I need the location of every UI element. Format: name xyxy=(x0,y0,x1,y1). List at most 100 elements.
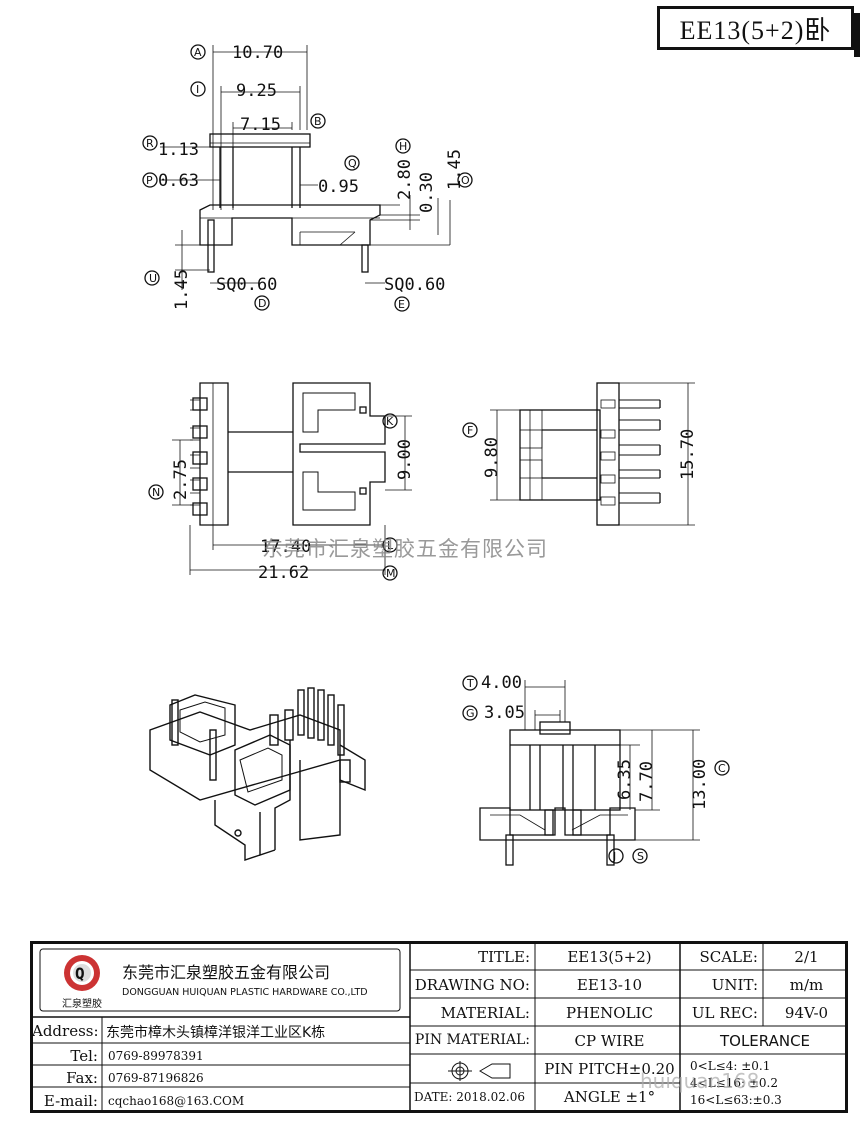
marker-D: D xyxy=(254,295,270,311)
dim-D: SQ0.60 xyxy=(216,275,277,295)
svg-text:J: J xyxy=(612,850,616,863)
ul-label: UL REC: xyxy=(691,1004,758,1022)
tel-label: Tel: xyxy=(70,1047,98,1065)
front-view xyxy=(160,45,451,290)
marker-S: S xyxy=(632,848,648,864)
marker-E: E xyxy=(394,296,410,312)
projection-icon xyxy=(448,1061,511,1081)
dim-K: 9.00 xyxy=(395,439,415,480)
svg-text:E: E xyxy=(398,298,405,311)
email-value: cqchao168@163.COM xyxy=(108,1094,245,1108)
address-label: Address: xyxy=(32,1022,99,1040)
tolerance-2: 4<L≤16: ±0.2 xyxy=(690,1076,778,1090)
svg-text:O: O xyxy=(461,174,470,187)
watermark-url: huiquan168 xyxy=(640,1069,760,1093)
marker-C: C xyxy=(714,760,730,776)
marker-P: P xyxy=(142,172,158,188)
dim-Q: 0.95 xyxy=(318,177,359,197)
email-label: E-mail: xyxy=(43,1092,98,1110)
svg-text:M: M xyxy=(386,567,396,580)
svg-text:T: T xyxy=(466,677,474,690)
unit-value: m/m xyxy=(789,976,824,994)
technical-drawing: 10.70 9.25 7.15 1.13 0.63 0.95 SQ0.60 SQ… xyxy=(142,43,730,866)
svg-text:C: C xyxy=(718,762,726,775)
address-value: 东莞市樟木头镇樟洋银洋工业区K栋 xyxy=(106,1025,326,1041)
svg-text:Q: Q xyxy=(348,157,357,170)
title-block: Q 汇泉塑胶 东莞市汇泉塑胶五金有限公司 DONGGUAN HUIQUAN PL… xyxy=(30,941,848,1113)
marker-J: J xyxy=(608,848,624,864)
dim-S: 7.70 xyxy=(637,761,657,802)
dim-M: 21.62 xyxy=(258,563,309,583)
fax-label: Fax: xyxy=(66,1069,98,1087)
logo-text: 汇泉塑胶 xyxy=(62,999,102,1010)
marker-R: R xyxy=(142,135,158,151)
svg-text:B: B xyxy=(314,115,322,128)
material-label: MATERIAL: xyxy=(440,1004,530,1022)
title-label: TITLE: xyxy=(478,948,530,966)
company-name-en: DONGGUAN HUIQUAN PLASTIC HARDWARE CO.,LT… xyxy=(122,987,368,998)
svg-text:U: U xyxy=(149,272,157,285)
dim-030: 0.30 xyxy=(417,172,437,213)
dim-U: 1.45 xyxy=(172,269,192,310)
marker-L: L xyxy=(382,537,398,553)
pin-material-label: PIN MATERIAL: xyxy=(414,1032,530,1048)
pin-material-value: CP WIRE xyxy=(574,1032,645,1050)
dim-A: 10.70 xyxy=(232,43,283,63)
scale-label: SCALE: xyxy=(699,948,758,966)
dim-O: 1.45 xyxy=(445,149,465,190)
tolerance-3: 16<L≤63:±0.3 xyxy=(690,1093,782,1107)
dim-O2: 15.70 xyxy=(678,429,698,480)
dim-L: 17.40 xyxy=(260,537,311,557)
dimension-labels: 10.70 9.25 7.15 1.13 0.63 0.95 SQ0.60 SQ… xyxy=(158,43,710,810)
date-value: DATE: 2018.02.06 xyxy=(414,1090,525,1104)
material-value: PHENOLIC xyxy=(566,1004,653,1022)
pin-pitch: PIN PITCH±0.20 xyxy=(544,1060,675,1078)
title-block-grid xyxy=(31,942,847,1112)
svg-text:I: I xyxy=(196,83,199,96)
unit-label: UNIT: xyxy=(711,976,758,994)
projection-symbol xyxy=(422,1059,532,1083)
svg-text:G: G xyxy=(466,707,475,720)
drawing-no-value: EE13-10 xyxy=(576,976,643,994)
marker-M: M xyxy=(382,565,398,581)
tel-value: 0769-89978391 xyxy=(108,1049,204,1063)
side-view xyxy=(490,382,695,526)
marker-I: I xyxy=(190,81,206,97)
marker-H: H xyxy=(395,138,411,154)
dim-H: 2.80 xyxy=(395,159,415,200)
marker-U: U xyxy=(144,270,160,286)
dim-P: 0.63 xyxy=(158,171,199,191)
drawing-title: EE13(5+2)卧 xyxy=(657,6,860,57)
end-view xyxy=(479,680,700,866)
marker-Q: Q xyxy=(344,155,360,171)
svg-text:L: L xyxy=(387,539,394,552)
marker-G: G xyxy=(462,705,478,721)
svg-text:S: S xyxy=(637,850,644,863)
dim-G: 3.05 xyxy=(484,703,525,723)
svg-text:F: F xyxy=(467,424,473,437)
drawing-no-label: DRAWING NO: xyxy=(414,976,530,994)
marker-A: A xyxy=(190,44,206,60)
svg-text:D: D xyxy=(258,297,266,310)
watermark-text: 东莞市汇泉塑胶五金有限公司 xyxy=(262,537,548,561)
marker-N: N xyxy=(148,484,164,500)
dim-C: 13.00 xyxy=(690,759,710,810)
marker-O: O xyxy=(457,172,473,188)
fax-value: 0769-87196826 xyxy=(108,1071,204,1085)
company-logo: Q 汇泉塑胶 xyxy=(54,953,110,1011)
isometric-view xyxy=(149,687,366,861)
ul-value: 94V-0 xyxy=(784,1004,829,1022)
svg-text:Q: Q xyxy=(75,964,85,983)
angle-tolerance: ANGLE ±1° xyxy=(563,1088,656,1106)
dim-F: 9.80 xyxy=(482,437,502,478)
svg-text:A: A xyxy=(194,46,202,59)
company-name-cn: 东莞市汇泉塑胶五金有限公司 xyxy=(122,963,331,982)
tolerance-1: 0<L≤4: ±0.1 xyxy=(690,1059,771,1073)
marker-T: T xyxy=(462,675,478,691)
title-value: EE13(5+2) xyxy=(567,948,652,966)
marker-B: B xyxy=(310,113,326,129)
marker-F: F xyxy=(462,422,478,438)
top-view xyxy=(172,382,412,575)
marker-K: K xyxy=(382,413,398,429)
dim-J: 6.35 xyxy=(615,759,635,800)
